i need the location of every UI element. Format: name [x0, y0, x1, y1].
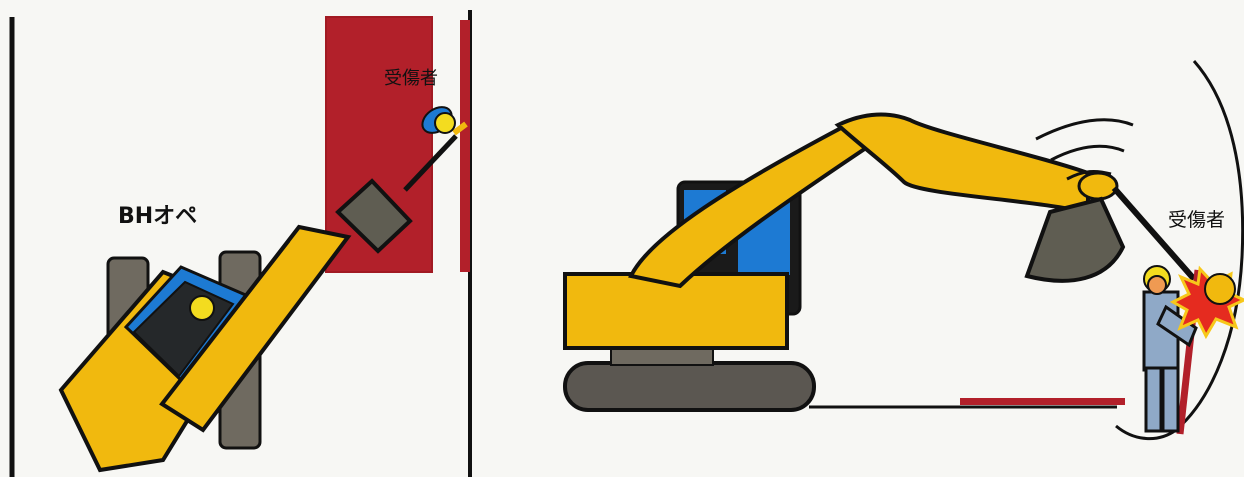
worker-leg-right-side: [1163, 368, 1178, 431]
injured-label-side: 受傷者: [1168, 209, 1225, 231]
operator-head-top: [190, 296, 214, 320]
worker-leg-left-side: [1146, 368, 1161, 431]
arm-joint-side: [1079, 173, 1117, 199]
red-thin-strip: [460, 20, 470, 272]
operator-label: BHオペ: [118, 204, 197, 229]
crawler-side: [565, 363, 814, 410]
worker-face-side: [1148, 276, 1166, 294]
injured-label-top: 受傷者: [384, 68, 438, 89]
red-ground-strip: [960, 398, 1125, 405]
worker-head-top: [435, 113, 455, 133]
impact-bucket-tip: [1205, 274, 1235, 304]
